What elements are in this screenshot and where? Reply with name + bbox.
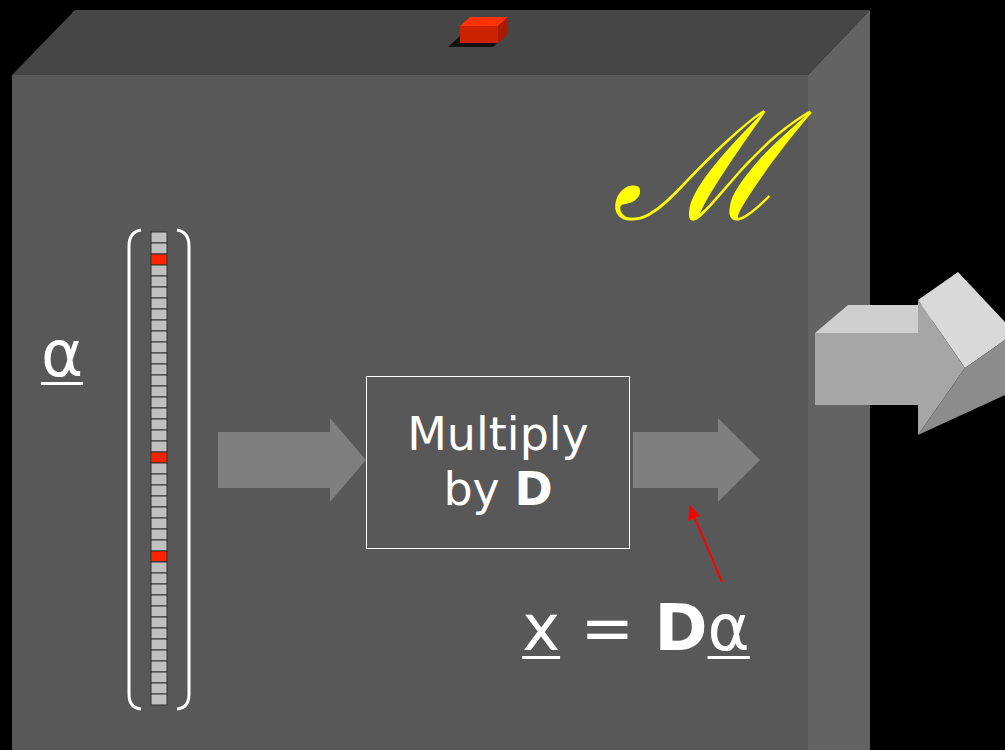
box-front-face bbox=[12, 75, 808, 750]
vector-cell bbox=[151, 243, 167, 254]
vector-cell bbox=[151, 683, 167, 694]
process-box: Multiply by D bbox=[366, 376, 630, 549]
vector-cell bbox=[151, 232, 167, 243]
vector-cell bbox=[151, 650, 167, 661]
vector-cell bbox=[151, 364, 167, 375]
vector-cell bbox=[151, 584, 167, 595]
vector-cell bbox=[151, 298, 167, 309]
vector-cell bbox=[151, 309, 167, 320]
vector-cell bbox=[151, 386, 167, 397]
vector-cell bbox=[151, 320, 167, 331]
leader-line bbox=[694, 516, 722, 582]
vector-cell bbox=[151, 265, 167, 276]
vector-cell bbox=[151, 628, 167, 639]
vector-cell bbox=[151, 551, 167, 562]
vector-cell bbox=[151, 694, 167, 705]
vector-cell bbox=[151, 540, 167, 551]
vector-cell bbox=[151, 408, 167, 419]
vector-cell bbox=[151, 287, 167, 298]
button-side bbox=[498, 17, 508, 43]
vector-cell bbox=[151, 595, 167, 606]
vector-cell bbox=[151, 463, 167, 474]
vector-cell bbox=[151, 276, 167, 287]
vector-cell bbox=[151, 606, 167, 617]
vector-cell bbox=[151, 474, 167, 485]
flow-arrow bbox=[218, 418, 366, 502]
vector-bracket bbox=[129, 230, 141, 709]
flow-arrow bbox=[633, 418, 760, 502]
vector-cell bbox=[151, 452, 167, 463]
equation-label: x = Dα bbox=[522, 592, 750, 666]
vector-cell bbox=[151, 639, 167, 650]
vector-cell bbox=[151, 342, 167, 353]
vector-cell bbox=[151, 518, 167, 529]
vector-cell bbox=[151, 353, 167, 364]
vector-cell bbox=[151, 617, 167, 628]
vector-cell bbox=[151, 485, 167, 496]
vector-cell bbox=[151, 672, 167, 683]
vector-cell bbox=[151, 430, 167, 441]
vector-cell bbox=[151, 397, 167, 408]
button-front bbox=[460, 26, 498, 43]
vector-bracket bbox=[177, 230, 189, 709]
output-arrow-head-side bbox=[918, 340, 1005, 435]
model-symbol: ℳ bbox=[612, 85, 785, 250]
output-arrow-front bbox=[815, 333, 918, 405]
vector-cell bbox=[151, 419, 167, 430]
vector-cell bbox=[151, 573, 167, 584]
vector-cell bbox=[151, 254, 167, 265]
vector-cells bbox=[151, 232, 167, 705]
box-top-face bbox=[12, 10, 870, 75]
vector-cell bbox=[151, 661, 167, 672]
vector-cell bbox=[151, 375, 167, 386]
vector-cell bbox=[151, 529, 167, 540]
vector-cell bbox=[151, 441, 167, 452]
process-label: Multiply by D bbox=[378, 407, 618, 517]
vector-cell bbox=[151, 496, 167, 507]
vector-cell bbox=[151, 507, 167, 518]
leader-arrowhead bbox=[688, 505, 700, 521]
vector-cell bbox=[151, 562, 167, 573]
vector-cell bbox=[151, 331, 167, 342]
vector-label: α bbox=[41, 318, 83, 392]
